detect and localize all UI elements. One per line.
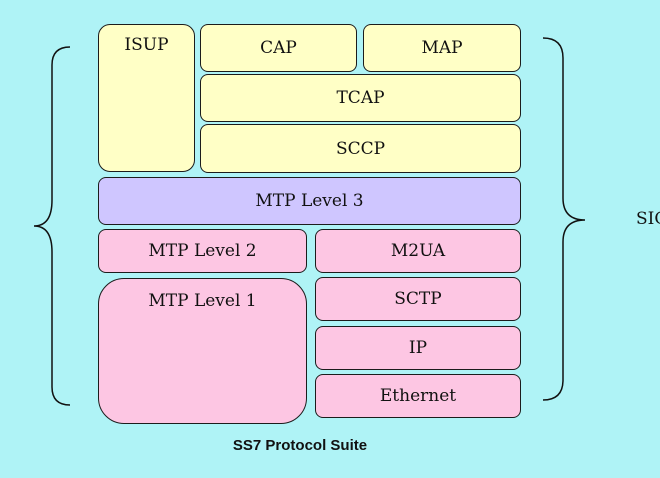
left-brace <box>33 46 71 406</box>
layer-map: MAP <box>363 24 521 72</box>
layer-m2ua: M2UA <box>315 229 521 273</box>
layer-tcap: TCAP <box>200 74 521 122</box>
layer-sctp-label: SCTP <box>394 289 442 309</box>
layer-sccp: SCCP <box>200 124 521 173</box>
layer-tcap-label: TCAP <box>336 88 385 108</box>
right-brace <box>542 37 586 401</box>
layer-mtp1-label: MTP Level 1 <box>148 291 257 311</box>
layer-mtp2-label: MTP Level 2 <box>148 241 257 261</box>
layer-ethernet-label: Ethernet <box>379 386 457 406</box>
layer-cap-label: CAP <box>260 38 297 58</box>
layer-m2ua-label: M2UA <box>390 241 446 261</box>
layer-mtp1: MTP Level 1 <box>98 278 307 424</box>
layer-mtp3: MTP Level 3 <box>98 177 521 225</box>
diagram-caption: SS7 Protocol Suite <box>232 437 368 454</box>
layer-sctp: SCTP <box>315 277 521 321</box>
layer-mtp2: MTP Level 2 <box>98 229 307 273</box>
layer-sccp-label: SCCP <box>335 138 386 159</box>
layer-ethernet: Ethernet <box>315 374 521 418</box>
layer-mtp3-label: MTP Level 3 <box>255 191 364 211</box>
layer-cap: CAP <box>200 24 357 72</box>
layer-isup: ISUP <box>98 24 195 172</box>
layer-ip-label: IP <box>408 338 428 358</box>
layer-ip: IP <box>315 326 521 370</box>
layer-isup-label: ISUP <box>124 35 169 55</box>
layer-map-label: MAP <box>421 38 463 58</box>
right-brace-label: SIG <box>636 209 660 229</box>
